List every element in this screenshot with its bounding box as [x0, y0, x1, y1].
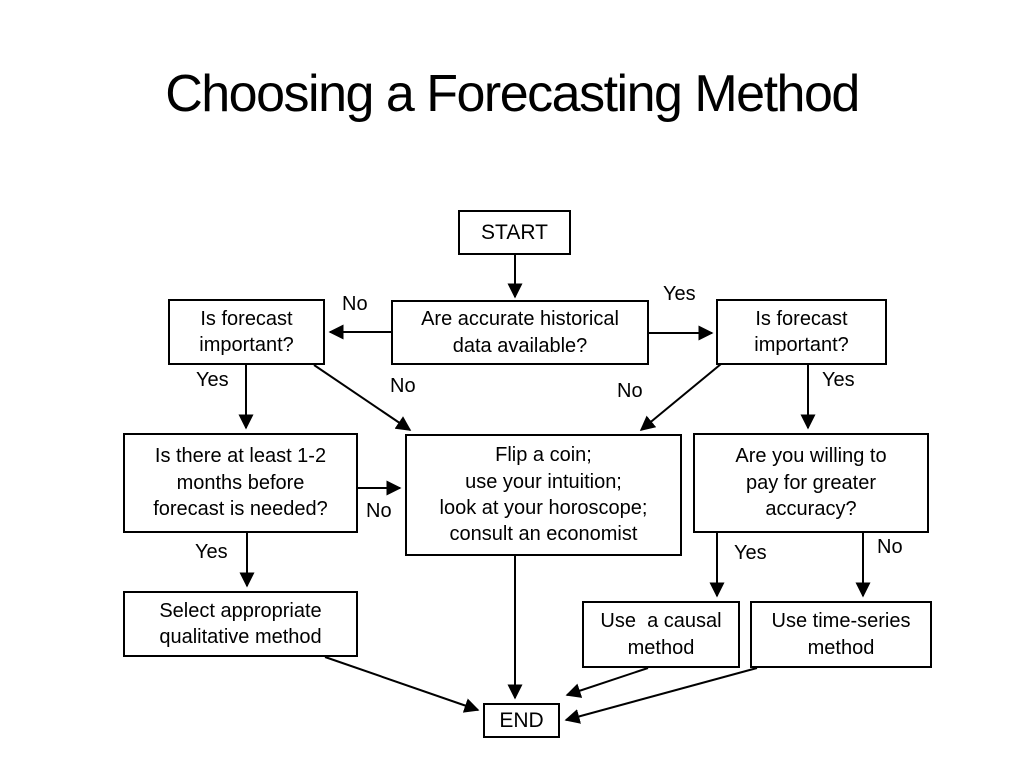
node-pay-accuracy: Are you willing to pay for greater accur… — [693, 433, 929, 533]
edge-label-yes-right-down: Yes — [822, 369, 855, 391]
node-time-series: Use time-series method — [750, 601, 932, 668]
edge-label-no-months-right: No — [366, 500, 392, 522]
node-end: END — [483, 703, 560, 738]
edge-label-yes-data-to-right: Yes — [663, 283, 696, 305]
node-qualitative: Select appropriate qualitative method — [123, 591, 358, 657]
slide-title: Choosing a Forecasting Method — [165, 65, 860, 123]
node-forecast-important-right: Is forecast important? — [716, 299, 887, 365]
edge-timeseries-to-end — [564, 667, 758, 724]
node-causal: Use a causal method — [582, 601, 740, 668]
node-start: START — [458, 210, 571, 255]
edge-label-no-pay-down: No — [877, 536, 903, 558]
node-forecast-important-left: Is forecast important? — [168, 299, 325, 365]
edge-label-yes-pay-down: Yes — [734, 542, 767, 564]
edge-label-yes-months-down: Yes — [195, 541, 228, 563]
edge-label-no-right-diagonal: No — [617, 380, 643, 402]
edge-right-important-to-flip — [639, 363, 722, 431]
node-data-available: Are accurate historical data available? — [391, 300, 649, 365]
edge-qualitative-to-end — [324, 656, 480, 713]
edge-label-no-data-to-left: No — [342, 293, 368, 315]
edge-label-yes-left-down: Yes — [196, 369, 229, 391]
node-months-before: Is there at least 1-2 months before fore… — [123, 433, 358, 533]
edge-label-no-left-diagonal: No — [390, 375, 416, 397]
edge-causal-to-end — [565, 667, 649, 698]
node-flip-coin: Flip a coin; use your intuition; look at… — [405, 434, 682, 556]
